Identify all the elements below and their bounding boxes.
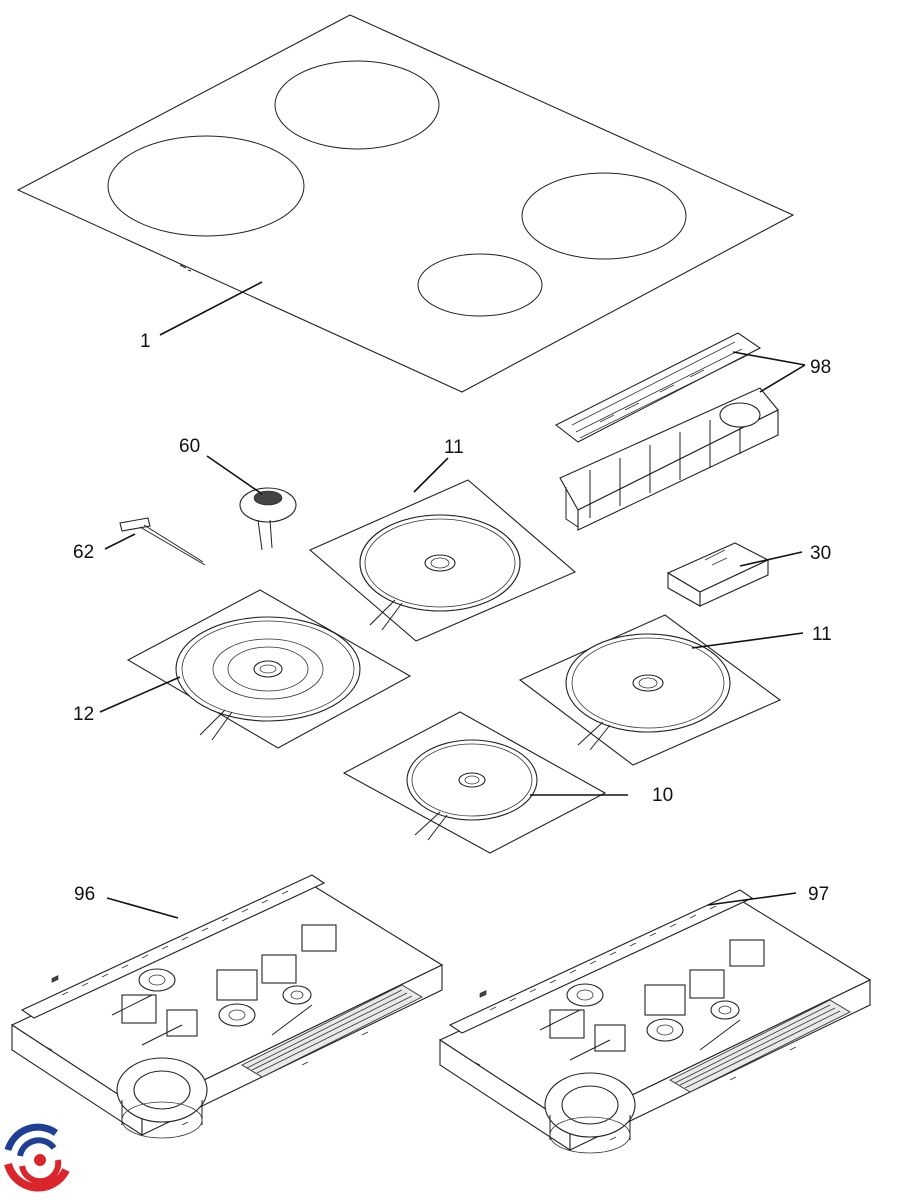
- part-label-11-rear: 11: [444, 437, 464, 458]
- part-label-10: 10: [652, 785, 673, 806]
- part-label-60: 60: [179, 436, 200, 457]
- burner-zone-rear-left: [274, 60, 440, 150]
- filter-box-part: [666, 542, 770, 607]
- control-board-part: [554, 332, 779, 531]
- burner-zone-rear-right: [521, 172, 687, 260]
- part-label-96: 96: [74, 884, 95, 905]
- induction-coil-11-rear: [308, 479, 577, 642]
- part-label-30: 30: [810, 543, 831, 564]
- temperature-sensor-part: [239, 487, 297, 551]
- part-label-97: 97: [808, 884, 829, 905]
- leader-lines: [99, 281, 806, 919]
- part-label-1: 1: [140, 331, 151, 352]
- power-board-97: [439, 889, 871, 1154]
- burner-zone-front-left: [107, 135, 305, 237]
- brand-logo-icon: [4, 1123, 72, 1192]
- induction-coil-11-right: [518, 614, 782, 766]
- induction-coil-12-large: [126, 589, 412, 749]
- part-labels: 1 98 60 11 62 30 11 12 10 96 97: [73, 331, 832, 905]
- glass-cooktop-part: [16, 14, 795, 393]
- burner-zone-front-right: [417, 253, 543, 317]
- induction-coil-10-small: [342, 711, 607, 854]
- power-board-96: [11, 874, 443, 1139]
- part-label-11-right: 11: [812, 624, 832, 645]
- part-label-98: 98: [810, 357, 831, 378]
- part-label-12: 12: [73, 704, 94, 725]
- part-label-62: 62: [73, 542, 94, 563]
- probe-clip-part: [119, 517, 206, 566]
